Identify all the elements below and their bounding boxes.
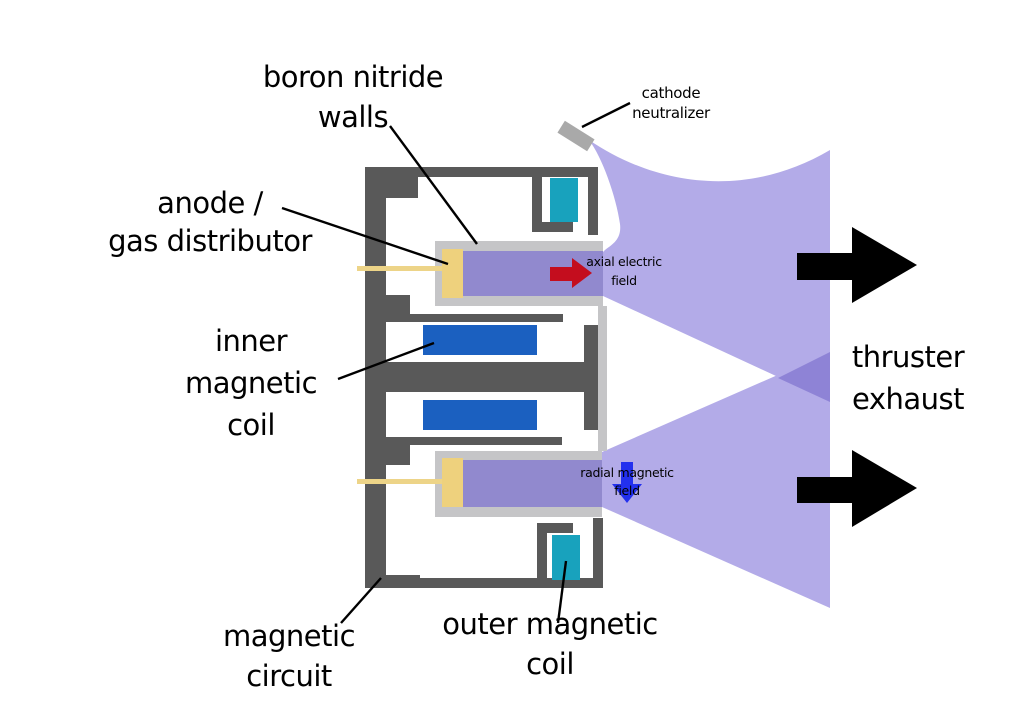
label-line: gas distributor <box>108 224 312 258</box>
inner-pocket-bottom-step <box>386 437 410 465</box>
label-line: neutralizer <box>632 104 710 122</box>
label-line: coil <box>227 408 275 442</box>
top-pocket-bottom-wall <box>532 222 573 232</box>
magnetic-circuit-bottom-corner <box>365 575 420 588</box>
gas-feed-line-top <box>357 266 442 271</box>
thruster-exhaust-arrow-bottom-icon <box>797 450 917 527</box>
label-line: exhaust <box>851 382 965 416</box>
magnetic-circuit-top-wall <box>365 167 598 177</box>
label-outer-magnetic-coil: outer magnetic coil <box>442 604 658 684</box>
label-line: radial magnetic <box>580 465 674 480</box>
label-line: axial electric <box>586 254 662 269</box>
label-line: thruster <box>851 340 965 374</box>
label-boron-nitride-walls: boron nitride walls <box>262 57 444 137</box>
bottom-pocket-left-wall <box>537 523 547 587</box>
label-line: circuit <box>246 659 332 693</box>
magnetic-circuit-pointer-line <box>340 577 382 624</box>
label-line: anode / <box>157 186 263 220</box>
inner-pocket-top-step <box>386 295 410 322</box>
label-magnetic-circuit: magnetic circuit <box>222 616 356 696</box>
central-front-pole <box>584 325 600 430</box>
gas-feed-line-bottom <box>357 479 442 484</box>
outer-magnetic-coil-top <box>550 178 578 222</box>
thruster-exhaust-arrow-top-icon <box>797 227 917 303</box>
label-line: cathode <box>641 84 701 102</box>
label-line: boron nitride <box>262 60 444 94</box>
outer-coil-pointer-line <box>556 560 568 624</box>
label-radial-magnetic-field: radial magnetic field <box>580 464 674 500</box>
label-inner-magnetic-coil: inner magnetic coil <box>184 320 318 446</box>
anode-top <box>442 249 463 298</box>
exhaust-plume-top <box>589 140 830 401</box>
inner-pocket-top-shelf <box>386 314 563 322</box>
exhaust-plume-bottom <box>602 352 830 608</box>
magnetic-circuit-bottom-wall <box>365 578 597 588</box>
label-line: coil <box>526 647 574 681</box>
label-thruster-exhaust: thruster exhaust <box>851 336 965 420</box>
cathode-neutralizer-body <box>557 120 595 152</box>
top-pocket-left-wall <box>532 177 542 232</box>
plasma-channel-bottom <box>463 460 602 507</box>
boron-nitride-pointer-line <box>389 125 478 245</box>
central-core <box>380 362 588 392</box>
label-line: outer magnetic <box>442 607 658 641</box>
label-cathode-neutralizer: cathode neutralizer <box>632 83 710 123</box>
cathode-pointer-line <box>581 101 631 129</box>
anode-pointer-line <box>281 206 449 266</box>
bottom-front-pole <box>593 518 603 588</box>
outer-magnetic-coil-bottom <box>552 535 580 580</box>
label-line: field <box>611 273 637 288</box>
exhaust-plume-overlap <box>778 352 830 402</box>
label-line: inner <box>214 324 288 358</box>
inner-magnetic-coil-top <box>423 325 537 355</box>
label-line: walls <box>317 100 389 134</box>
bottom-pocket-top-wall <box>537 523 573 533</box>
top-front-pole <box>588 167 598 235</box>
label-line: magnetic <box>222 619 356 653</box>
inner-coil-pointer-line <box>337 341 435 381</box>
label-line: field <box>614 483 640 498</box>
inner-magnetic-coil-bottom <box>423 400 537 430</box>
label-axial-electric-field: axial electric field <box>586 252 662 290</box>
inner-pocket-bottom-shelf <box>386 437 562 445</box>
axial-electric-field-arrow-icon <box>550 258 592 288</box>
radial-magnetic-field-arrow-icon <box>612 462 642 503</box>
label-anode-gas-distributor: anode / gas distributor <box>108 184 312 260</box>
label-line: magnetic <box>184 366 318 400</box>
magnetic-circuit-top-corner <box>365 167 418 198</box>
front-face-strip <box>598 306 607 451</box>
anode-bottom <box>442 458 463 507</box>
